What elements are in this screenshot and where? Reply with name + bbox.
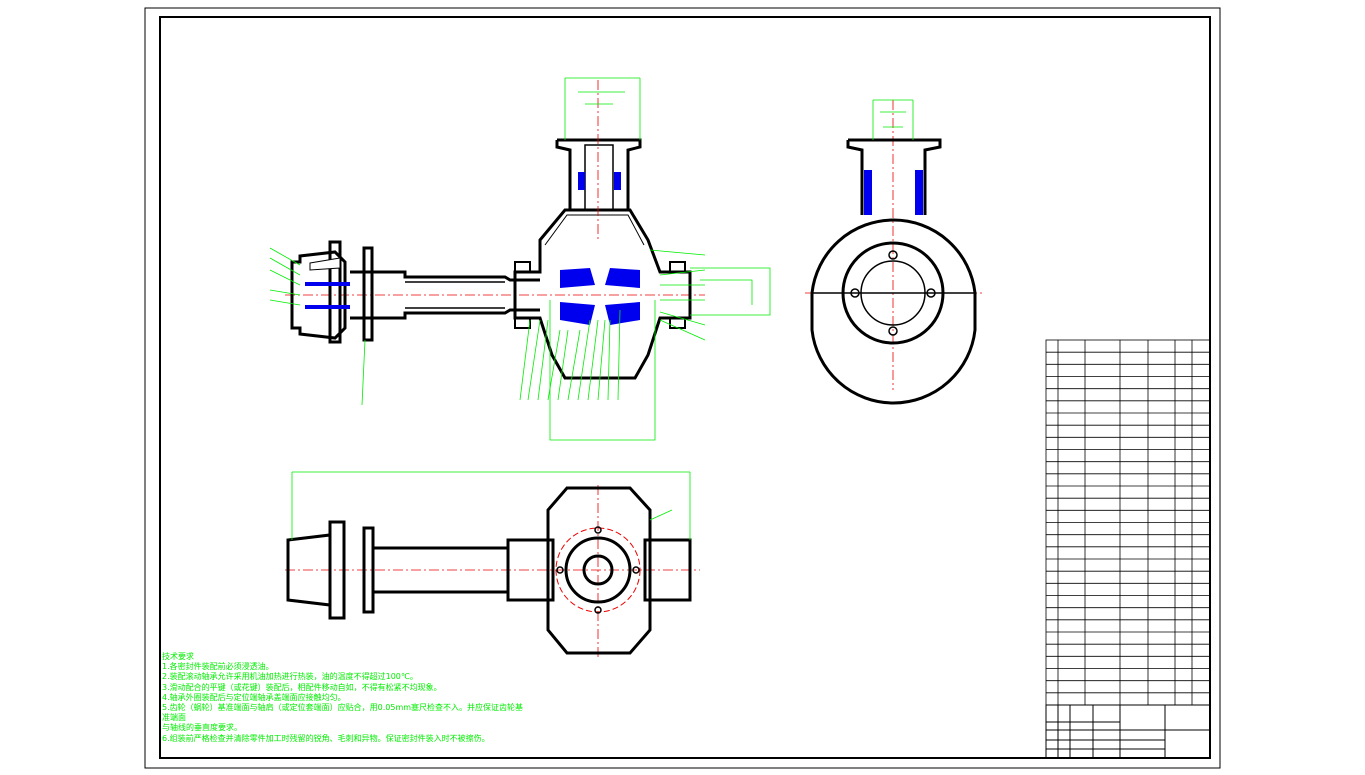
tech-req-line: 3.滑动配合的平键（或花键）装配后，相配件移动自如，不得有松紧不均现象。 [162,682,442,692]
parts-list-table [1045,339,1211,706]
tech-req-line: 4.轴承外圈装配后与定位端轴承盖端面应接触均匀。 [162,692,346,702]
tech-req-line: 6.组装前严格检查并清除零件加工时残留的锐角、毛刺和异物。保证密封件装入时不被擦… [162,733,490,743]
main-view-dimensions [269,77,771,441]
main-section-view [285,80,705,380]
side-view-dimensions [872,99,914,140]
top-view-dimensions [291,471,691,540]
title-block [1045,704,1211,759]
tech-req-line: 与轴线的垂直度要求。 [162,723,242,733]
side-view [805,100,985,405]
outer-border [144,7,1221,769]
tech-req-line: 2.装配滚动轴承允许采用机油加热进行热装，油的温度不得超过100℃。 [162,672,418,682]
tech-req-line: 5.齿轮（蜗轮）基准端面与轴肩（或定位套端面）应贴合，用0.05mm塞尺检查不入… [162,703,524,713]
tech-req-title: 技术要求 [162,652,194,661]
tech-req-line: 1.各密封件装配前必须浸透油。 [162,662,274,672]
tech-req-line: 准端面 [162,713,186,723]
technical-requirements: 技术要求 1.各密封件装配前必须浸透油。 2.装配滚动轴承允许采用机油加热进行热… [162,652,523,744]
inner-frame [159,16,1211,759]
top-view [285,485,700,660]
